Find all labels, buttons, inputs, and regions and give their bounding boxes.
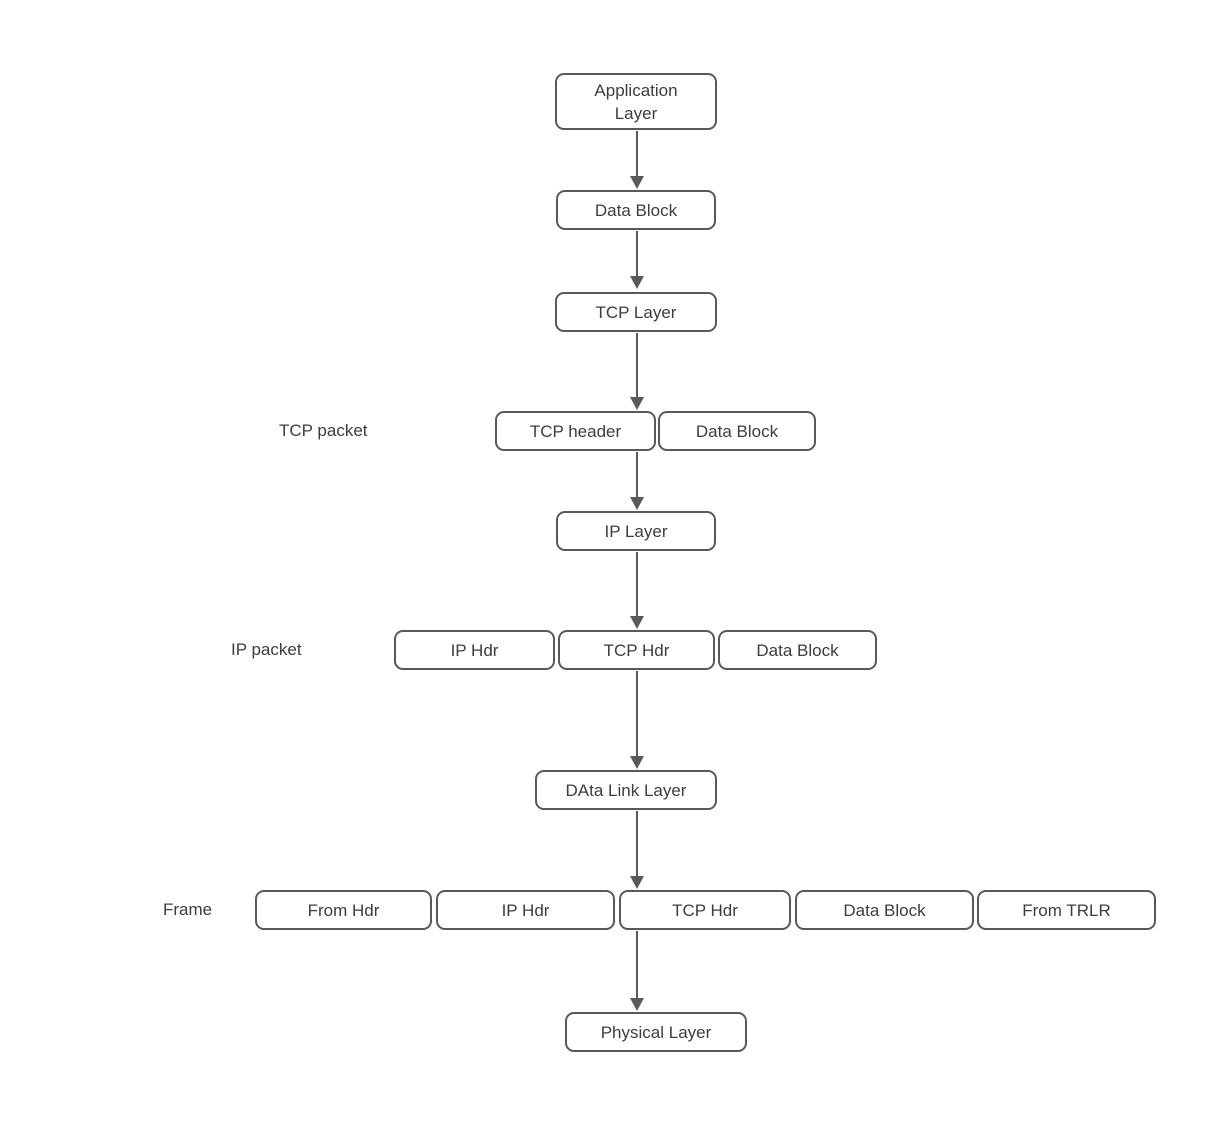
- node-data-block: Data Block: [718, 630, 877, 670]
- down-arrow-connector: [629, 931, 645, 1011]
- row-label-ip-packet: IP packet: [231, 640, 302, 659]
- node-ip-hdr: IP Hdr: [436, 890, 615, 930]
- down-arrow-connector: [629, 671, 645, 769]
- node-tcp-hdr: TCP Hdr: [558, 630, 715, 670]
- node-data-block: Data Block: [795, 890, 974, 930]
- down-arrow-connector: [629, 552, 645, 629]
- row-label-tcp-packet: TCP packet: [279, 421, 368, 440]
- node-tcp-layer: TCP Layer: [555, 292, 717, 332]
- node-ip-layer: IP Layer: [556, 511, 716, 551]
- down-arrow-connector: [629, 131, 645, 189]
- down-arrow-connector: [629, 811, 645, 889]
- down-arrow-connector: [629, 452, 645, 510]
- node-data-link-layer: DAta Link Layer: [535, 770, 717, 810]
- node-from-hdr: From Hdr: [255, 890, 432, 930]
- down-arrow-connector: [629, 333, 645, 410]
- node-tcp-hdr: TCP Hdr: [619, 890, 791, 930]
- node-ip-hdr: IP Hdr: [394, 630, 555, 670]
- row-label-frame: Frame: [163, 900, 213, 919]
- node-physical-layer: Physical Layer: [565, 1012, 747, 1052]
- node-application-layer: Application Layer: [555, 73, 717, 130]
- down-arrow-connector: [629, 231, 645, 289]
- node-from-trlr: From TRLR: [977, 890, 1156, 930]
- node-data-block: Data Block: [556, 190, 716, 230]
- node-tcp-header: TCP header: [495, 411, 656, 451]
- node-data-block: Data Block: [658, 411, 816, 451]
